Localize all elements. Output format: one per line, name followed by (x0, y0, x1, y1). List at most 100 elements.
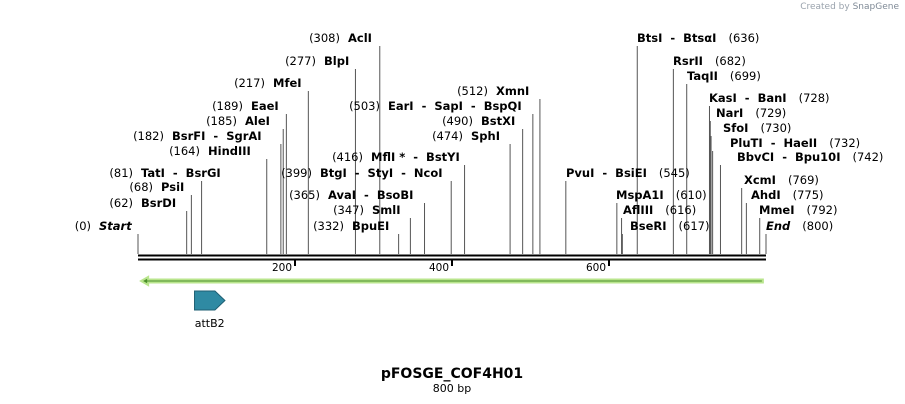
restriction-site: Start(0) (75, 219, 133, 233)
restriction-site: AleI (185) (206, 114, 270, 128)
site-position: (189) (212, 99, 243, 113)
restriction-site: BtsI - BtsαI(636) (637, 31, 759, 45)
site-position: (164) (169, 144, 200, 158)
site-name: XmnI (496, 84, 529, 98)
restriction-site: AvaI - BsoBI (365) (289, 188, 413, 202)
site-position: (185) (206, 114, 237, 128)
site-name: BstXI (481, 114, 515, 128)
site-position: (800) (802, 219, 833, 233)
site-position: (699) (730, 69, 761, 83)
site-name: PvuI - BsiEI (566, 166, 647, 180)
site-position: (0) (75, 219, 91, 233)
dna-backbone (138, 254, 766, 261)
restriction-site: XcmI (769) (744, 173, 819, 187)
site-position: (545) (659, 166, 690, 180)
site-position: (682) (715, 54, 746, 68)
restriction-site: MmeI(792) (759, 203, 837, 217)
restriction-site: NarI (729) (716, 106, 786, 120)
site-name: MflI * - BstYI (371, 150, 460, 164)
site-position: (729) (755, 106, 786, 120)
plasmid-name: pFOSGE_COF4H01 (381, 366, 523, 382)
site-name: SphI (471, 129, 500, 143)
site-position: (728) (799, 91, 830, 105)
site-name: MspA1I (616, 188, 664, 202)
ruler-tick-label: 600 (586, 262, 606, 274)
site-position: (416) (332, 150, 363, 164)
restriction-site: BstXI (490) (442, 114, 515, 128)
restriction-site: RsrII (682) (673, 54, 746, 68)
site-name: KasI - BanI (709, 91, 787, 105)
restriction-site: PsiI (68) (129, 180, 184, 194)
restriction-site: KasI - BanI (728) (709, 91, 830, 105)
restriction-site: End (800) (766, 219, 833, 233)
site-position: (399) (281, 166, 312, 180)
restriction-site: TatI - BsrGI(81) (109, 166, 220, 180)
feature-arrow-forward (194, 290, 226, 311)
site-position: (490) (442, 114, 473, 128)
site-position: (792) (807, 203, 838, 217)
restriction-site: MflI * - BstYI (416) (332, 150, 460, 164)
site-name: EaeI (251, 99, 279, 113)
site-position: (617) (679, 219, 710, 233)
feature-arrow-reverse (139, 275, 764, 287)
restriction-site-labels: Start(0) BsrDI (62) PsiI (68)TatI - BsrGI(81… (75, 31, 884, 233)
restriction-site: BsrDI (62) (109, 196, 176, 210)
site-name: AflIII (623, 203, 653, 217)
restriction-site: BpuEI(332) (313, 219, 389, 233)
restriction-site: MspA1I (610) (616, 188, 707, 202)
site-position: (742) (852, 150, 883, 164)
site-position: (182) (133, 129, 164, 143)
site-position: (610) (676, 188, 707, 202)
restriction-site: XmnI (512) (457, 84, 529, 98)
site-name: BsrDI (141, 196, 176, 210)
site-name: BtsI - BtsαI (637, 31, 716, 45)
site-position: (68) (129, 180, 153, 194)
site-name: AclI (348, 31, 372, 45)
site-name: PluTI - HaeII (730, 136, 817, 150)
site-name: NarI (716, 106, 743, 120)
site-name: AleI (245, 114, 270, 128)
restriction-site: BseRI (617) (630, 219, 709, 233)
restriction-site: TaqII(699) (687, 69, 761, 83)
snapgene-credit: Created by SnapGene (800, 2, 899, 12)
restriction-site: MfeI (217) (234, 76, 301, 90)
site-position: (62) (109, 196, 133, 210)
restriction-site: AclI (308) (309, 31, 372, 45)
site-position: (308) (309, 31, 340, 45)
site-name: BlpI (324, 54, 349, 68)
site-position: (769) (788, 173, 819, 187)
site-name: SmlI (372, 203, 401, 217)
site-position: (775) (793, 188, 824, 202)
site-position: (277) (285, 54, 316, 68)
site-name: AhdI (751, 188, 781, 202)
site-name: BtgI - StyI - NcoI (320, 166, 443, 180)
site-position: (81) (109, 166, 133, 180)
site-name: HindIII (208, 144, 251, 158)
restriction-site: PvuI - BsiEI (545) (566, 166, 690, 180)
site-position: (474) (432, 129, 463, 143)
site-position: (732) (829, 136, 860, 150)
restriction-site: SphI (474) (432, 129, 500, 143)
site-name: XcmI (744, 173, 776, 187)
restriction-site: BsrFI - SgrAI (182) (133, 129, 262, 143)
site-name: MfeI (273, 76, 302, 90)
site-position: (730) (760, 121, 791, 135)
site-position: (512) (457, 84, 488, 98)
site-name: RsrII (673, 54, 703, 68)
site-name: BbvCI - Bpu10I (737, 150, 840, 164)
site-position: (217) (234, 76, 265, 90)
site-name: End (766, 219, 791, 233)
site-name: PsiI (161, 180, 184, 194)
site-name: EarI - SapI - BspQI (388, 99, 522, 113)
site-name: BseRI (630, 219, 667, 233)
site-position: (503) (349, 99, 380, 113)
site-position: (347) (333, 203, 364, 217)
site-name: BsrFI - SgrAI (172, 129, 262, 143)
restriction-site: AflIII (616) (623, 203, 696, 217)
site-position: (616) (665, 203, 696, 217)
site-name: AvaI - BsoBI (328, 188, 413, 202)
restriction-site: BbvCI - Bpu10I (742) (737, 150, 883, 164)
site-position: (365) (289, 188, 320, 202)
site-name: SfoI (723, 121, 748, 135)
